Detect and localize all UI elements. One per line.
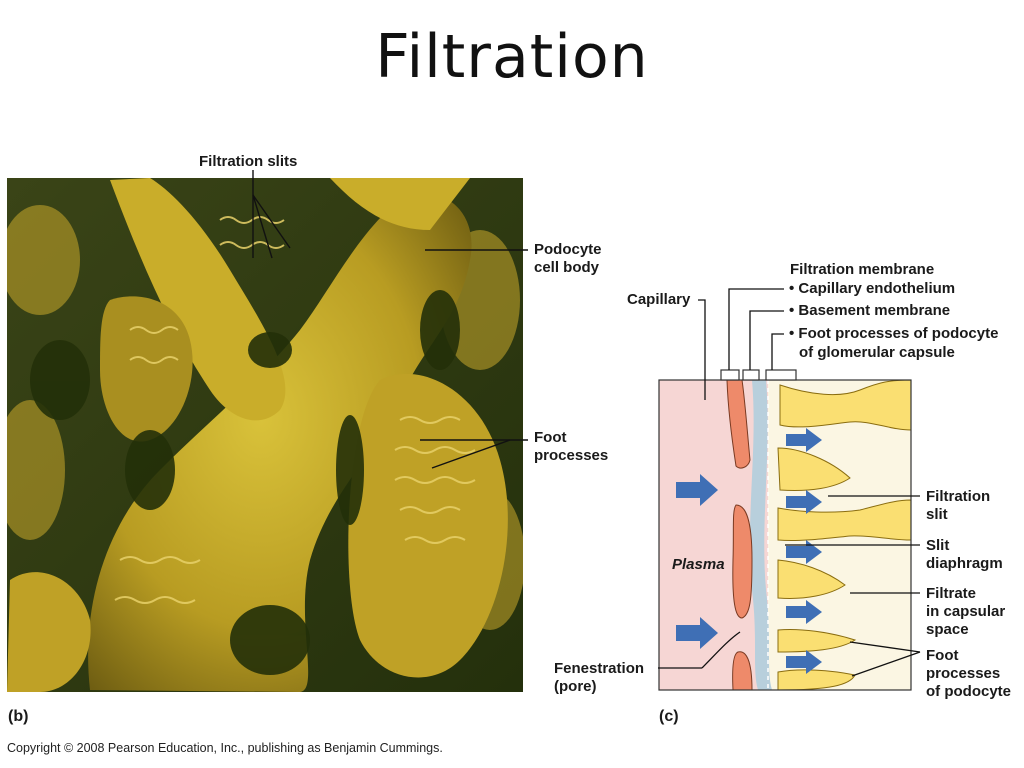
label-fpp-line3: of podocyte (926, 683, 1011, 700)
label-fenestration: Fenestration (pore) (554, 660, 644, 696)
arrow-filtrate-3 (786, 540, 822, 564)
label-foot-line2: processes (534, 447, 609, 464)
foot-process-5 (777, 629, 857, 653)
page-title: Filtration (375, 22, 649, 92)
endothelium-2 (732, 504, 753, 619)
arrow-filtrate-1 (786, 428, 822, 452)
arrow-filtrate-5 (786, 650, 822, 674)
label-filtration-slits: Filtration slits (199, 153, 298, 170)
label-filtration-slit-line1: Filtration (926, 488, 991, 505)
panel-c-letter: (c) (659, 708, 679, 725)
label-filtration-slit-line2: slit (926, 506, 948, 523)
label-fenestration-line1: Fenestration (554, 660, 645, 677)
label-podocyte-cell-body: Podocyte cell body (534, 241, 602, 277)
panel-b-letter: (b) (8, 708, 29, 725)
label-filtrate: Filtrate in capsular space (926, 585, 1005, 639)
label-filtrate-line1: Filtrate (926, 585, 977, 602)
label-filtrate-line2: in capsular (926, 603, 1006, 620)
basement-membrane (749, 380, 772, 690)
arrow-filtrate-4 (786, 600, 822, 624)
label-filtration-membrane-heading: Filtration membrane (790, 261, 935, 278)
arrow-filtrate-2 (786, 490, 822, 514)
label-slit-diaphragm-line1: Slit (926, 537, 950, 554)
label-podocyte-line2: cell body (534, 259, 600, 276)
label-capillary-endothelium: • Capillary endothelium (789, 280, 956, 297)
label-foot-processes-b: Foot processes (534, 429, 608, 465)
label-capillary: Capillary (627, 291, 691, 308)
copyright-notice: Copyright © 2008 Pearson Education, Inc.… (7, 741, 443, 755)
label-slit-diaphragm: Slit diaphragm (926, 537, 1003, 573)
label-slit-diaphragm-line2: diaphragm (926, 555, 1003, 572)
label-foot-processes-of-podocyte: Foot processes of podocyte (926, 647, 1011, 701)
label-basement-membrane: • Basement membrane (789, 302, 951, 319)
foot-process-4 (777, 559, 846, 599)
endothelium-1 (726, 379, 751, 469)
label-fpp-line2: processes (926, 665, 1001, 682)
label-fpp-line1: Foot (926, 647, 959, 664)
label-filtration-slit: Filtration slit (926, 488, 990, 524)
foot-process-2 (777, 447, 851, 491)
label-foot-processes-podocyte-item: • Foot processes of podocyte (789, 325, 999, 342)
label-foot-line1: Foot (534, 429, 567, 446)
arrow-plasma-2 (676, 617, 718, 649)
label-plasma: Plasma (672, 556, 725, 573)
arrow-plasma-1 (676, 474, 718, 506)
label-fenestration-line2: (pore) (554, 678, 597, 695)
label-filtrate-line3: space (926, 621, 969, 638)
label-glomerular-capsule: of glomerular capsule (799, 344, 955, 361)
label-podocyte-line1: Podocyte (534, 241, 602, 258)
